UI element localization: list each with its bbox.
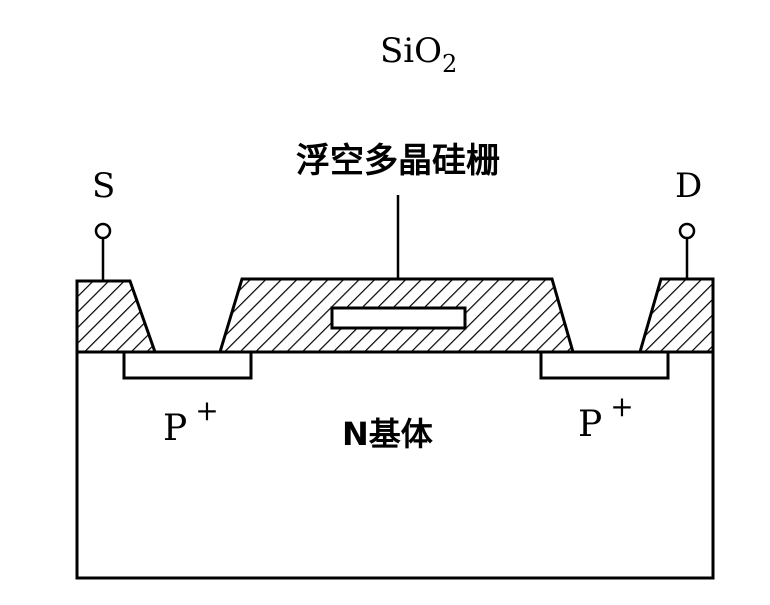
drain-label: D (675, 166, 702, 206)
p-plus-region-right (539, 350, 670, 380)
drain-terminal (678, 222, 696, 240)
substrate-label: N基体 (342, 415, 433, 453)
oxide-right (638, 277, 715, 354)
source-label: S (92, 166, 115, 206)
floating-gate (330, 306, 467, 330)
oxide-label: SiO2 (380, 31, 457, 78)
source-terminal (94, 222, 112, 240)
p-plus-label-right: P+ (578, 390, 634, 445)
oxide-left (75, 279, 158, 354)
p-plus-label-left: P+ (163, 394, 219, 449)
floating-gate-label: 浮空多晶硅栅 (296, 141, 500, 181)
p-plus-region-left (122, 350, 253, 380)
n-substrate (75, 350, 715, 580)
